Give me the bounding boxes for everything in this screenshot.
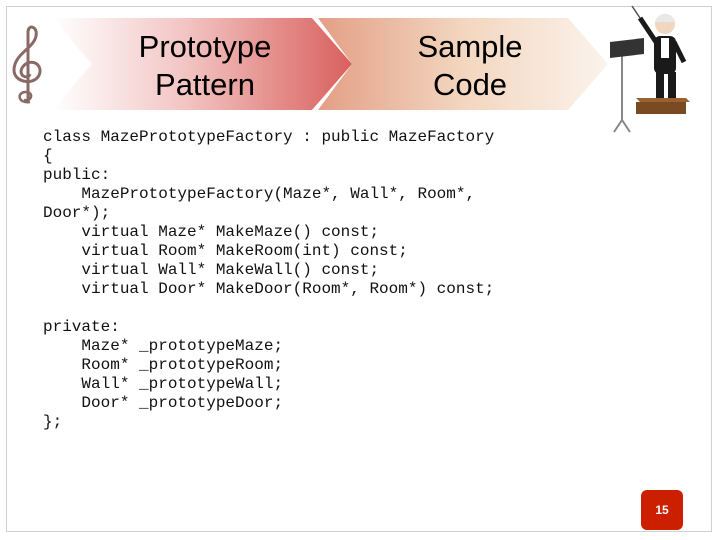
- code-line: Wall* _prototypeWall;: [43, 375, 284, 393]
- code-line: virtual Door* MakeDoor(Room*, Room*) con…: [43, 280, 495, 298]
- code-line: public:: [43, 166, 111, 184]
- banner-title-right-line1: Sample: [417, 29, 523, 64]
- banner-title-left-line2: Pattern: [155, 67, 255, 102]
- code-line: MazePrototypeFactory(Maze*, Wall*, Room*…: [43, 185, 476, 203]
- banner-title-left-line1: Prototype: [138, 29, 272, 64]
- page-number-badge: 15: [641, 490, 683, 530]
- conductor-illustration: [610, 5, 690, 133]
- code-line: virtual Wall* MakeWall() const;: [43, 261, 380, 279]
- code-block: class MazePrototypeFactory : public Maze…: [43, 128, 643, 432]
- code-line: Maze* _prototypeMaze;: [43, 337, 284, 355]
- code-line: Door*);: [43, 204, 111, 222]
- code-line: [43, 299, 643, 318]
- treble-clef-icon: [12, 25, 42, 104]
- slide-frame: [6, 6, 712, 532]
- code-line: class MazePrototypeFactory : public Maze…: [43, 128, 495, 146]
- code-line: Room* _prototypeRoom;: [43, 356, 284, 374]
- title-banner-right: [318, 18, 608, 110]
- title-banner-left: [52, 18, 352, 110]
- banner-title-right: Sample Code: [370, 28, 570, 104]
- banner-title-right-line2: Code: [432, 67, 508, 102]
- code-line: virtual Room* MakeRoom(int) const;: [43, 242, 408, 260]
- code-line: };: [43, 413, 63, 431]
- code-line: {: [43, 147, 53, 165]
- code-line: private:: [43, 318, 120, 336]
- code-line: Door* _prototypeDoor;: [43, 394, 284, 412]
- banner-title-left: Prototype Pattern: [110, 28, 300, 104]
- code-line: virtual Maze* MakeMaze() const;: [43, 223, 380, 241]
